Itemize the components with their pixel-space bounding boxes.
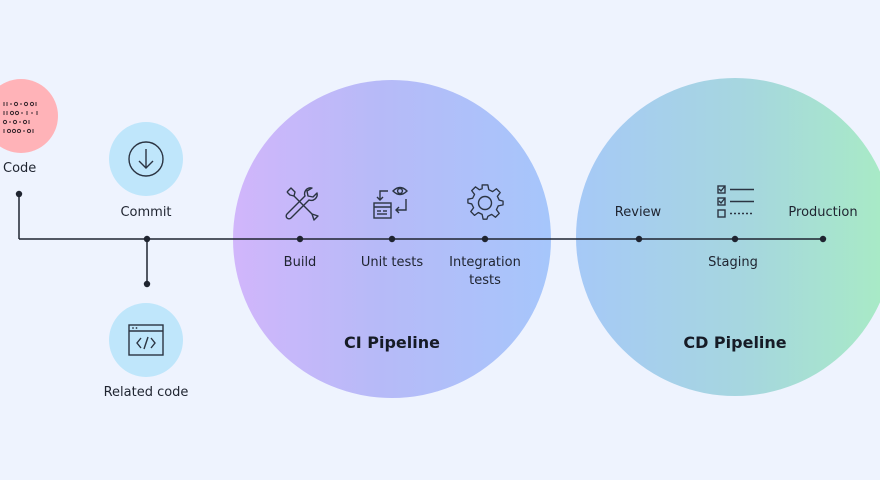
staging-dot (731, 235, 739, 243)
related-code-dot (143, 280, 151, 288)
build-dot (296, 235, 304, 243)
code-window-icon (128, 324, 164, 356)
integration-tests-label-line2: tests (469, 273, 501, 288)
download-arrow-icon (128, 141, 164, 177)
checklist-icon (717, 185, 754, 218)
build-label: Build (283, 255, 317, 270)
unit-tests-dot (388, 235, 396, 243)
staging-label: Staging (708, 255, 758, 270)
cd-pipeline-title: CD Pipeline (683, 333, 787, 352)
tools-icon (285, 187, 319, 221)
review-label: Review (614, 205, 662, 220)
code-dot (15, 190, 23, 198)
integration-tests-label-line1: Integration (449, 255, 521, 270)
commit-label: Commit (120, 205, 172, 220)
unit-tests-label: Unit tests (360, 255, 424, 270)
production-label: Production (788, 205, 858, 220)
test-monitor-icon (373, 186, 408, 219)
commit-node (109, 122, 183, 196)
related-code-node (109, 303, 183, 377)
commit-dot (143, 235, 151, 243)
integration-tests-dot (481, 235, 489, 243)
gear-icon (467, 184, 504, 220)
binary-code-icon (2, 101, 38, 133)
review-dot (635, 235, 643, 243)
related-code-label: Related code (103, 385, 189, 400)
production-dot (819, 235, 827, 243)
ci-pipeline-title: CI Pipeline (344, 333, 440, 352)
code-label: Code (3, 161, 37, 176)
code-node (0, 79, 58, 153)
cd-pipeline-circle (576, 78, 880, 396)
